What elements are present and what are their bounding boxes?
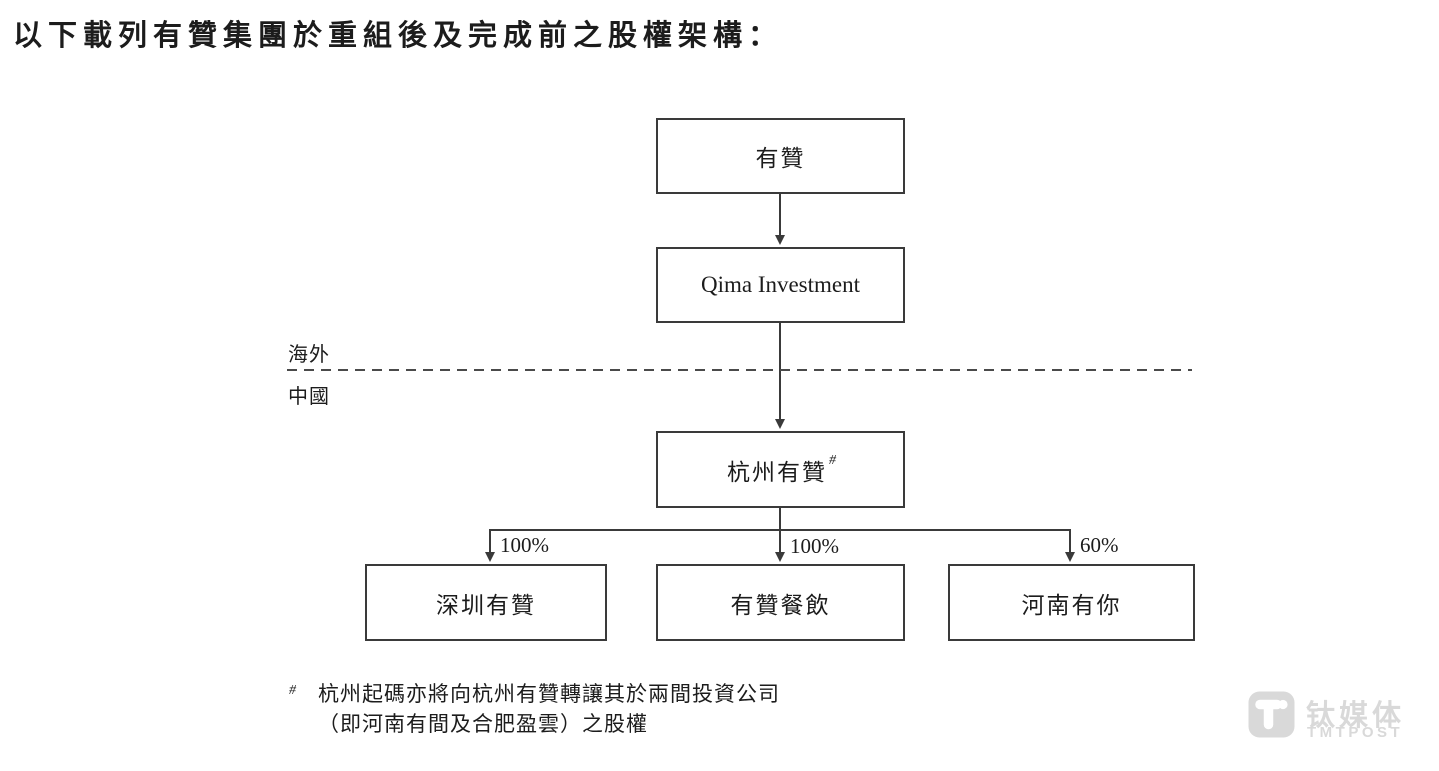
page-title: 以下載列有贊集團於重組後及完成前之股權架構： (13, 20, 784, 52)
footnote-marker: # (289, 683, 296, 698)
tmtpost-name-en: TMTPOST (1307, 724, 1404, 741)
tmtpost-name-cn: 钛媒体 (1306, 700, 1406, 732)
node-qima-label: Qima Investment (700, 272, 861, 297)
node-youzan: 有贊 (656, 118, 905, 194)
connector-drop-henan (1069, 529, 1071, 553)
node-youzan-label: 有贊 (755, 146, 806, 171)
ownership-label-henan: 60% (1080, 533, 1119, 557)
tmtpost-logo-icon (1248, 691, 1295, 738)
node-henan-label: 河南有你 (1021, 592, 1122, 618)
node-shenzhen-youzan: 深圳有贊 (365, 564, 607, 641)
footnote-line-2: （即河南有間及合肥盈雲）之股權 (318, 712, 648, 736)
connector-hangzhou-stem (779, 508, 781, 531)
arrow-down-icon (775, 419, 785, 429)
connector-youzan-qima (779, 194, 781, 236)
connector-drop-shenzhen (489, 529, 491, 553)
connector-qima-hangzhou (779, 323, 781, 419)
region-label-overseas: 海外 (288, 344, 330, 366)
node-shenzhen-label: 深圳有贊 (436, 592, 536, 618)
region-label-china: 中國 (288, 386, 330, 408)
arrow-down-icon (775, 235, 785, 245)
node-hangzhou-label: 杭州有贊 (727, 459, 827, 485)
hangzhou-footnote-marker: # (829, 452, 836, 468)
connector-drop-canyin (779, 529, 781, 553)
node-hangzhou-youzan: 杭州有贊# (656, 431, 905, 508)
ownership-label-canyin: 100% (790, 534, 839, 558)
node-henan-youni: 河南有你 (948, 564, 1195, 641)
node-youzan-canyin: 有贊餐飲 (656, 564, 905, 641)
ownership-label-shenzhen: 100% (500, 533, 549, 557)
arrow-down-icon (485, 552, 495, 562)
overseas-china-divider (287, 369, 1192, 371)
node-qima-investment: Qima Investment (656, 247, 905, 323)
arrow-down-icon (775, 552, 785, 562)
node-canyin-label: 有贊餐飲 (730, 592, 831, 618)
footnote-line-1: 杭州起碼亦將向杭州有贊轉讓其於兩間投資公司 (318, 682, 780, 706)
arrow-down-icon (1065, 552, 1075, 562)
